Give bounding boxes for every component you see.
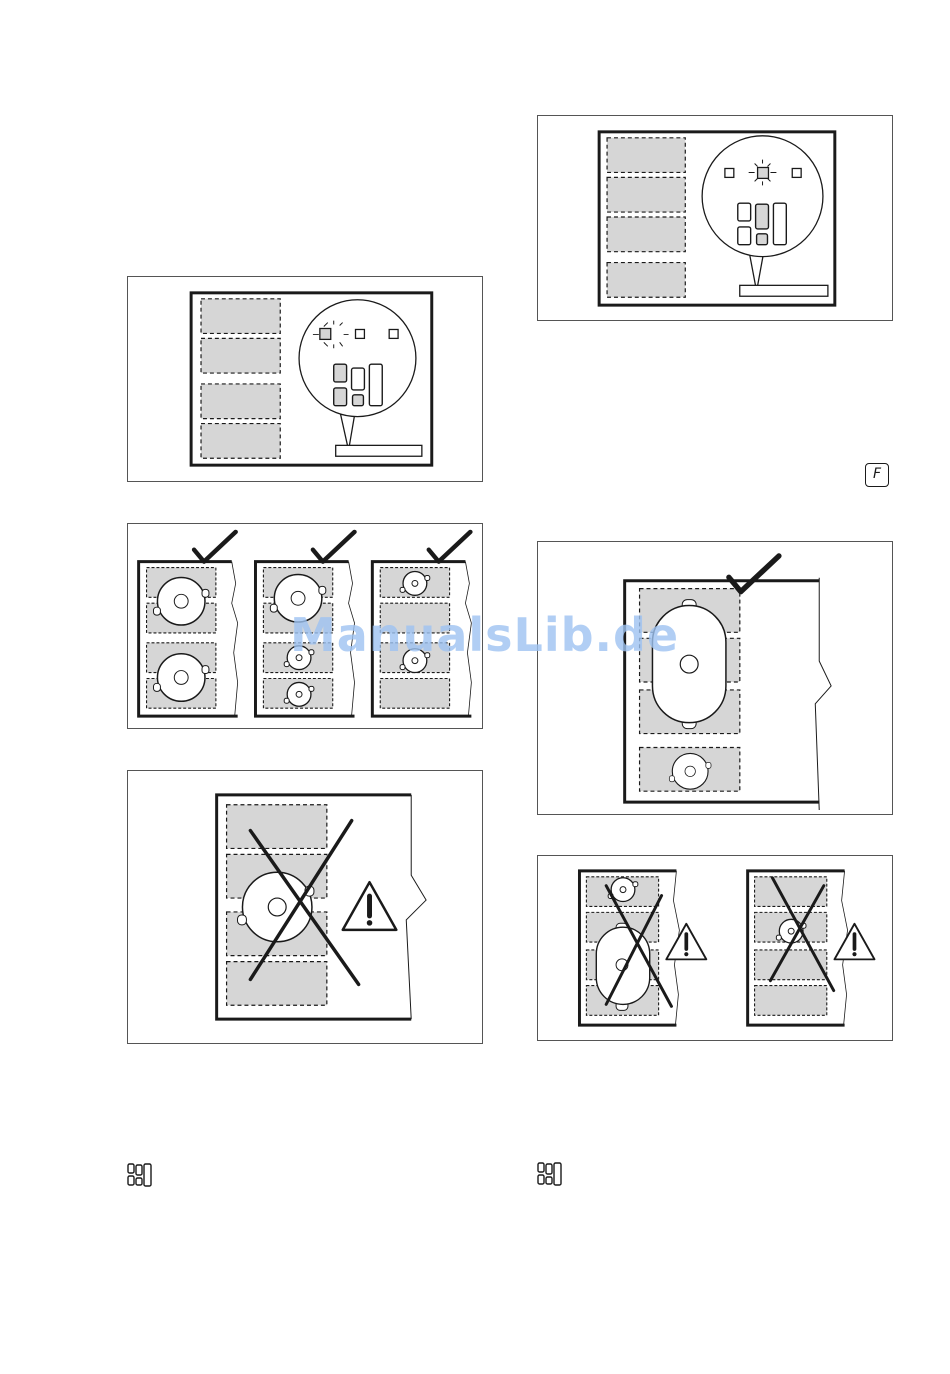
zone-display-icon	[127, 1163, 153, 1189]
figure-correct-oval-pan-placement	[537, 541, 893, 815]
figure-incorrect-placements-two-hobs	[537, 855, 893, 1041]
figure-control-panel-left-zone	[127, 276, 483, 482]
figure-incorrect-large-pot-placement	[127, 770, 483, 1044]
function-key-label: F	[873, 466, 881, 482]
figure-correct-pot-placement-three-hobs	[127, 523, 483, 729]
zone-display-icon	[537, 1162, 563, 1188]
figure-control-panel-middle-zone	[537, 115, 893, 321]
function-key-icon: F	[865, 463, 889, 487]
